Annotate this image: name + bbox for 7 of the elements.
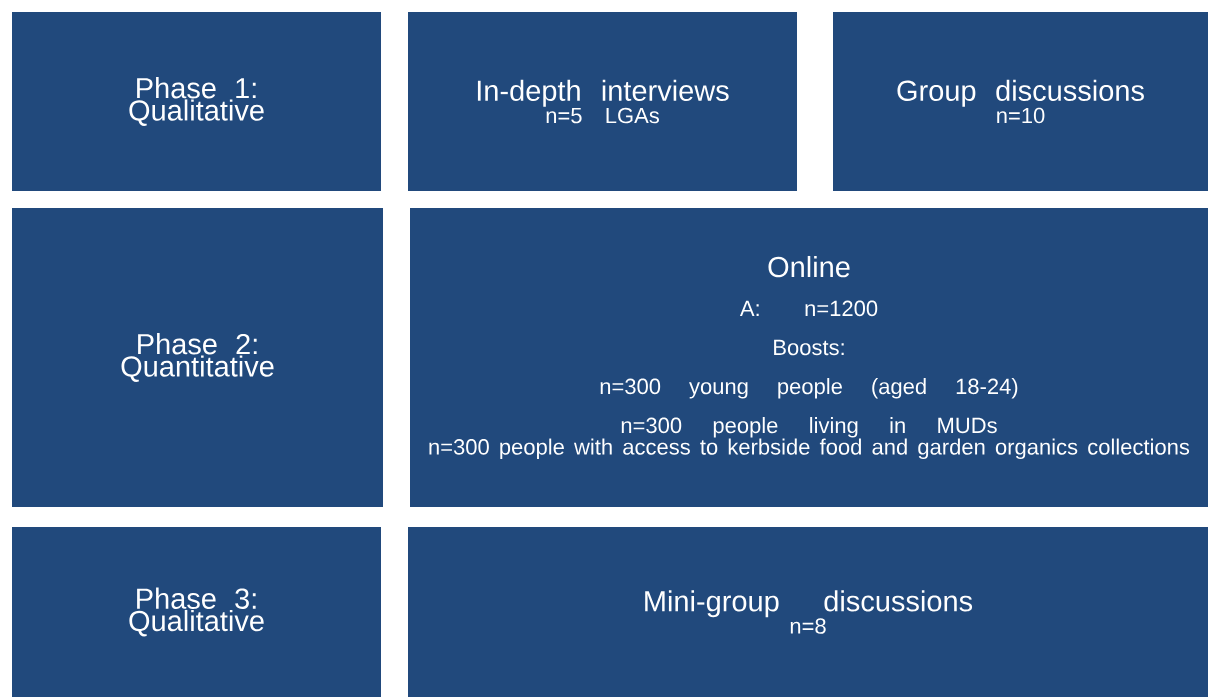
method-box: Group discussions n=10 bbox=[833, 12, 1208, 191]
method-box: Mini-group discussions n=8 bbox=[408, 527, 1208, 697]
phase-box: Phase 3: Qualitative bbox=[12, 527, 381, 697]
method-box: Online A: n=1200 Boosts: n=300 young people (aged 18-24) n=300 people living in MUDs n=300 people with access to kerbside food and garden organics collections bbox=[410, 208, 1208, 507]
phase-box: Phase 2: Quantitative bbox=[12, 208, 383, 507]
phase-box: Phase 1: Qualitative bbox=[12, 12, 381, 191]
method-box: In-depth interviews n=5 LGAs bbox=[408, 12, 797, 191]
